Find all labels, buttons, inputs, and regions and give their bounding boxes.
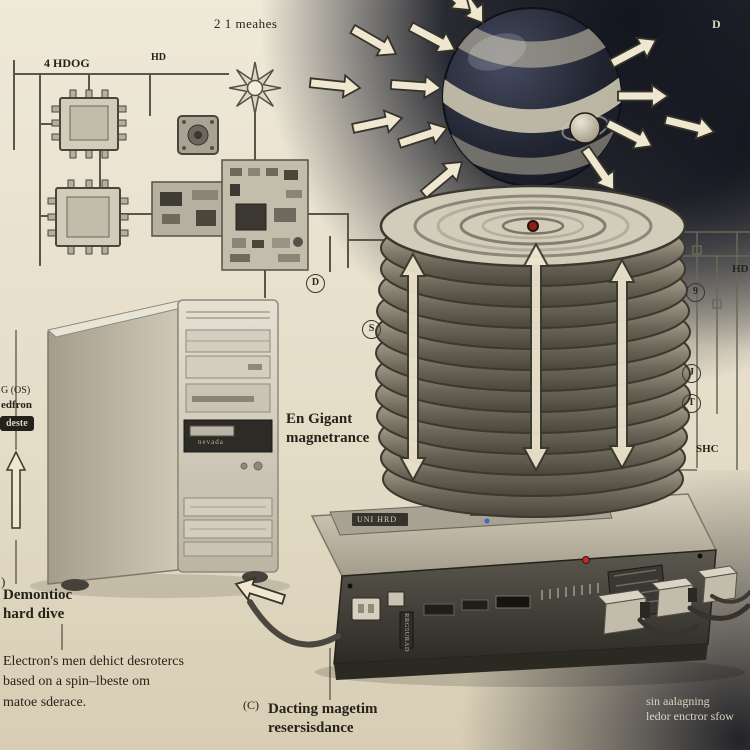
tower-cable [231, 572, 341, 648]
cable-boxes [596, 565, 750, 638]
label-device-plate: RRG5URAD [403, 613, 410, 653]
circled-letter-j: J [682, 364, 701, 383]
label-right-line2: ledor enctror sfow [646, 709, 734, 723]
computer-tower [30, 299, 290, 598]
label-giant-line2: magnetrance [286, 429, 370, 446]
pcb-small [151, 181, 231, 237]
platter-top-rings [379, 184, 687, 268]
sun-icon [228, 61, 282, 115]
label-center-line2: resersisdance [268, 719, 354, 736]
label-device-badge: UNI HRD [357, 515, 398, 524]
label-title-line2: hard dive [3, 605, 65, 622]
label-left-deste: deste [0, 416, 34, 431]
flux-arrows [399, 241, 636, 483]
circled-letter-s: S [362, 320, 381, 339]
label-right-caption: sin aalagning ledor enctror sfow [646, 694, 734, 724]
chip-2 [47, 179, 129, 255]
label-caption-line3: matoe sderace. [3, 694, 87, 710]
label-center-marker: (C) [243, 698, 259, 712]
circled-letter-t: T [682, 394, 701, 413]
label-center-block: Dacting magetim resersisdance [268, 700, 378, 738]
label-caption-line2: based on a spin–lbeste om [3, 674, 150, 690]
label-top-hd: HD [151, 52, 166, 63]
left-up-arrow [5, 450, 27, 529]
label-tower-bay: nevada [198, 438, 224, 446]
label-right-hd: HD [732, 263, 749, 275]
sphere-knob [569, 112, 601, 144]
label-left-edfron: edfron [1, 399, 32, 411]
label-caption-line1: Electron's men dehict desrotercs [3, 654, 184, 669]
label-right-line1: sin aalagning [646, 694, 710, 708]
label-center-line1: Dacting magetim [268, 701, 378, 717]
magnet-sphere [442, 7, 622, 187]
label-title-block: Demontioc hard dive [3, 586, 72, 624]
device-plate [399, 611, 414, 649]
pcb-large [221, 159, 309, 271]
label-giant-line1: En Gigant [286, 411, 353, 427]
label-top-measure: 2 1 meahes [214, 16, 278, 31]
power-led [582, 556, 590, 564]
drive-enclosure-front [333, 549, 717, 680]
label-right-shc: SHC [696, 443, 719, 455]
label-left-paren: ) [1, 574, 6, 589]
label-title-line1: Demontioc [3, 587, 73, 603]
speaker-component [177, 115, 219, 155]
circled-letter-d: D [306, 274, 325, 293]
label-left-os: G (OS) [1, 385, 31, 396]
chip-1 [51, 89, 127, 159]
label-giant-magnet: En Gigant magnetrance [286, 410, 369, 448]
schematic-traces [13, 60, 392, 298]
label-top-right-d: D [712, 17, 721, 31]
spindle-center [527, 220, 539, 232]
label-caption-block: Electron's men dehict desrotercs based o… [3, 652, 184, 713]
circled-letter-9: 9 [686, 283, 705, 302]
label-top-left: 4 HDOG [44, 56, 90, 70]
